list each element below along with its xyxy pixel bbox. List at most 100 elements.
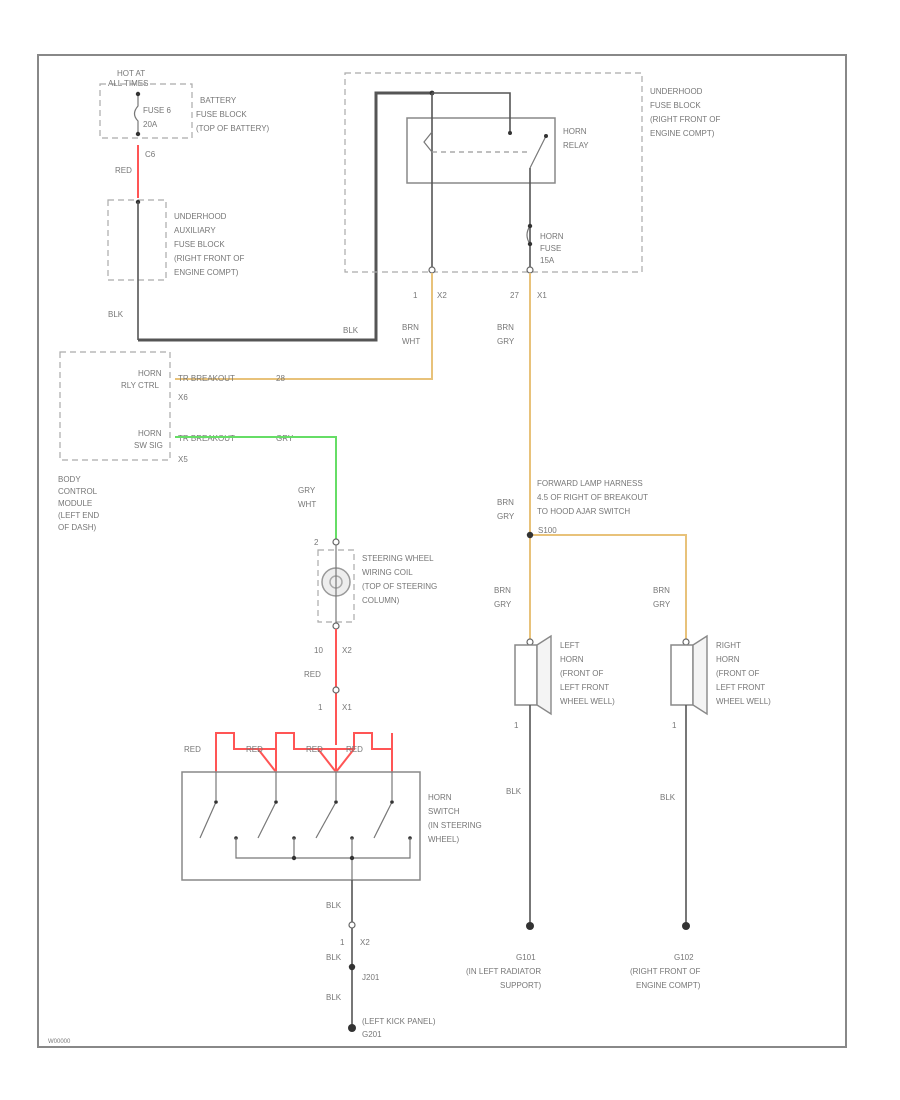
battery-block-label-3: (TOP OF BATTERY)	[196, 124, 270, 133]
bcm-pin-c: X5	[178, 455, 188, 464]
fuse-connector-name: X1	[537, 291, 547, 300]
aux-block-label-4: (RIGHT FRONT OF	[174, 254, 244, 263]
right-horn-ground-label: BLK	[660, 793, 676, 802]
red-branch-wires	[215, 732, 393, 773]
relay-connector-pin-number: 1	[413, 291, 418, 300]
right-horn-label-1: RIGHT	[716, 641, 741, 650]
coil-label-4: COLUMN)	[362, 596, 400, 605]
bcm-label-5: OF DASH)	[58, 523, 97, 532]
coil-label-2: WIRING COIL	[362, 568, 413, 577]
g102-label-1: (RIGHT FRONT OF	[630, 967, 700, 976]
right-horn-connector	[682, 638, 690, 646]
horn-switch-box	[181, 771, 421, 881]
coil-label-1: STEERING WHEEL	[362, 554, 434, 563]
black-wire-label-1: BLK	[108, 310, 124, 319]
relay-switch-contact	[529, 135, 547, 169]
left-horn-pin: 1	[514, 721, 519, 730]
bcm-horn-label-2: HORN	[138, 429, 162, 438]
diagram-frame	[37, 54, 847, 1048]
bcm-label-4: (LEFT END	[58, 511, 99, 520]
coil-top-connector	[332, 538, 340, 546]
brn-gry-wire-right	[530, 534, 687, 640]
harness-label-2: 4.5 OF RIGHT OF BREAKOUT	[537, 493, 648, 502]
switch-wire-label-3: RED	[306, 745, 323, 754]
black-feed-wire	[138, 91, 432, 342]
gry-wht-wire	[175, 436, 337, 540]
horn-relay-box	[406, 117, 556, 184]
black-wire-label-2: BLK	[343, 326, 359, 335]
underhood-block-label-4: ENGINE COMPT)	[650, 129, 715, 138]
brn-wht-label-1: BRN	[402, 323, 419, 332]
horn-switch-label-1: HORN	[428, 793, 452, 802]
left-horn-label-5: WHEEL WELL)	[560, 697, 615, 706]
g102-id: G102	[674, 953, 694, 962]
bcm-horn-label-1: HORN	[138, 369, 162, 378]
aux-block-label-3: FUSE BLOCK	[174, 240, 225, 249]
brn-wht-wire	[175, 273, 433, 380]
battery-fuse-symbol	[133, 94, 139, 134]
footer-ref: W00000	[48, 1039, 71, 1045]
left-horn-label-2: HORN	[560, 655, 584, 664]
brn-gry-label-8: GRY	[653, 600, 671, 609]
ground-splice-dot	[348, 963, 356, 971]
brn-gry-label-2: GRY	[497, 337, 515, 346]
horn-fuse-label-3: 15A	[540, 256, 555, 265]
bcm-breakout-1: TR BREAKOUT	[178, 374, 235, 383]
underhood-block-label-3: (RIGHT FRONT OF	[650, 115, 720, 124]
aux-block-label-5: ENGINE COMPT)	[174, 268, 239, 277]
relay-label-1: HORN	[563, 127, 587, 136]
right-horn-bell	[692, 634, 708, 716]
left-horn-label-3: (FRONT OF	[560, 669, 604, 678]
g101-label-1: (IN LEFT RADIATOR	[466, 967, 541, 976]
horn-switch-label-3: (IN STEERING	[428, 821, 482, 830]
g101-id: G101	[516, 953, 536, 962]
switch-wire-label-4: RED	[346, 745, 363, 754]
relay-feed-branch	[432, 92, 511, 133]
horn-fuse-bottom-dot	[527, 241, 533, 247]
relay-connector-name: X2	[437, 291, 447, 300]
coil-connector-name: X2	[342, 646, 352, 655]
left-horn-connector	[526, 638, 534, 646]
bcm-box	[59, 351, 171, 461]
bcm-label-2: CONTROL	[58, 487, 98, 496]
battery-fuse-bottom-dot	[135, 131, 141, 137]
bcm-breakout-2: TR BREAKOUT	[178, 434, 235, 443]
horn-fuse-label-1: HORN	[540, 232, 564, 241]
brn-gry-label-1: BRN	[497, 323, 514, 332]
aux-block-label-1: UNDERHOOD	[174, 212, 227, 221]
horn-switch-label-2: SWITCH	[428, 807, 460, 816]
bcm-sw-sig-label: SW SIG	[134, 441, 163, 450]
gry-wht-label-2: WHT	[298, 500, 316, 509]
brn-gry-label-6: GRY	[494, 600, 512, 609]
relay-contact-dot	[508, 131, 512, 135]
coil-pin-bottom: 10	[314, 646, 323, 655]
harness-splice-id: S100	[538, 526, 557, 535]
fuse-connector-pin-number: 27	[510, 291, 519, 300]
brn-gry-label-5: BRN	[494, 586, 511, 595]
gry-wht-label-1: GRY	[298, 486, 316, 495]
all-times-label: ALL TIMES	[108, 79, 148, 88]
right-horn-label-3: (FRONT OF	[716, 669, 760, 678]
left-horn-ground-label: BLK	[506, 787, 522, 796]
coil-low-connector-name: X1	[342, 703, 352, 712]
left-horn-label-4: LEFT FRONT	[560, 683, 609, 692]
brn-gry-label-7: BRN	[653, 586, 670, 595]
right-horn-label-2: HORN	[716, 655, 740, 664]
right-horn-body	[670, 644, 694, 706]
g101-ground-dot	[526, 922, 534, 930]
switch-ground-label-1: BLK	[326, 901, 342, 910]
switch-bottom-connector-name: X2	[360, 938, 370, 947]
aux-fuse-block-box	[107, 199, 167, 281]
underhood-block-label-1: UNDERHOOD	[650, 87, 703, 96]
coil-pin-top: 2	[314, 538, 319, 547]
relay-coil-symbol	[423, 131, 433, 153]
horn-switch-label-4: WHEEL)	[428, 835, 459, 844]
fuse-connector-pin	[526, 266, 534, 274]
bcm-pin-number-b: GRY	[276, 434, 294, 443]
relay-pivot-dot	[544, 134, 548, 138]
brn-gry-label-4: GRY	[497, 512, 515, 521]
g102-ground-dot	[682, 922, 690, 930]
switch-ground-label-3: BLK	[326, 993, 342, 1002]
g102-label-2: ENGINE COMPT)	[636, 981, 701, 990]
